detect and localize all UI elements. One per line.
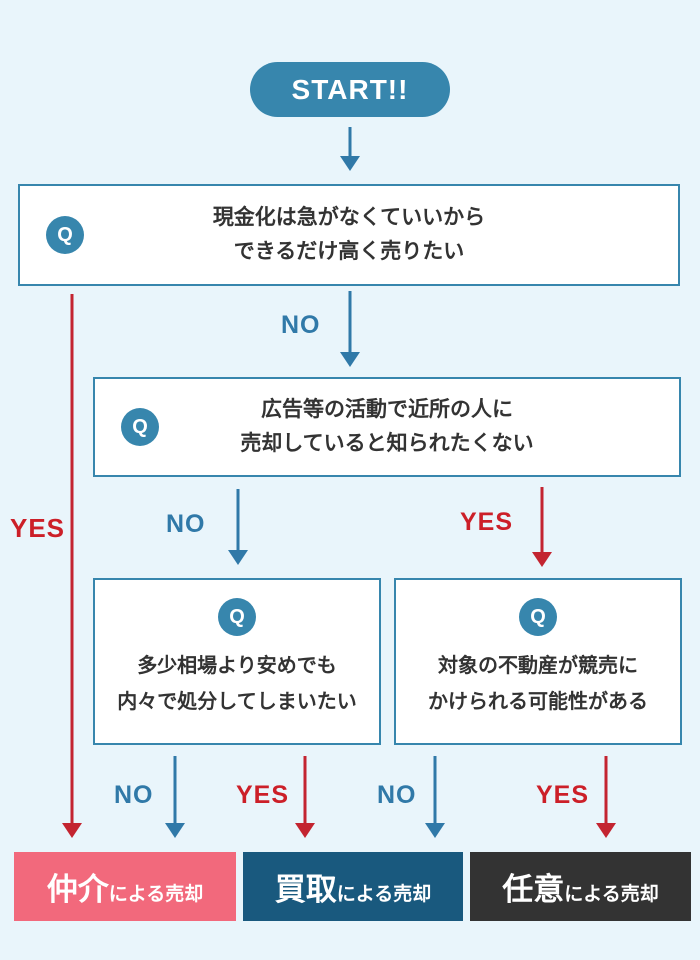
result-text: 買取による売却 <box>275 864 431 909</box>
question-text: 広告等の活動で近所の人に 売却していると知られたくない <box>240 393 533 461</box>
q-icon: Q <box>519 598 557 636</box>
question-line: 内々で処分してしまいたい <box>117 690 357 713</box>
result-buyout-sale: 買取による売却 <box>243 852 463 921</box>
result-emphasis: 買取 <box>274 872 337 907</box>
arrow-q1-yes <box>62 294 82 838</box>
q-icon: Q <box>121 408 159 446</box>
result-brokerage-sale: 仲介による売却 <box>14 852 236 921</box>
label-q2-yes: YES <box>460 508 514 536</box>
arrow-q3-yes <box>295 756 315 838</box>
question-line: 現金化は急がなくていいから <box>212 205 486 229</box>
question-line: 売却していると知られたくない <box>240 432 534 455</box>
q-icon: Q <box>218 598 256 636</box>
arrow-q2-yes <box>532 487 552 567</box>
label-q1-no: NO <box>281 311 321 339</box>
question-line: 多少相場より安めでも <box>137 655 337 677</box>
question-box-4: Q 対象の不動産が競売に かけられる可能性がある <box>394 578 682 745</box>
question-line: できるだけ高く売りたい <box>233 240 465 263</box>
result-suffix: による売却 <box>336 884 432 905</box>
question-line: 対象の不動産が競売に <box>438 655 638 677</box>
label-q2-no: NO <box>166 510 206 538</box>
question-text: 対象の不動産が競売に かけられる可能性がある <box>428 649 648 720</box>
arrow-q3-no <box>165 756 185 838</box>
question-text: 現金化は急がなくていいから できるだけ高く売りたい <box>213 201 485 269</box>
result-voluntary-sale: 任意による売却 <box>470 852 691 921</box>
label-q4-no: NO <box>377 781 417 809</box>
question-box-3: Q 多少相場より安めでも 内々で処分してしまいたい <box>93 578 381 745</box>
arrow-q4-no <box>425 756 445 838</box>
arrow-q4-yes <box>596 756 616 838</box>
question-box-1: Q 現金化は急がなくていいから できるだけ高く売りたい <box>18 184 680 286</box>
arrow-q2-no <box>228 489 248 565</box>
result-suffix: による売却 <box>564 884 659 905</box>
result-text: 仲介による売却 <box>47 864 203 909</box>
result-emphasis: 仲介 <box>46 872 109 907</box>
label-q3-no: NO <box>114 781 154 809</box>
result-text: 任意による売却 <box>502 864 658 909</box>
start-node: START!! <box>250 62 450 117</box>
label-q4-yes: YES <box>536 781 590 809</box>
result-emphasis: 任意 <box>502 872 565 907</box>
question-text: 多少相場より安めでも 内々で処分してしまいたい <box>117 649 356 720</box>
question-box-2: Q 広告等の活動で近所の人に 売却していると知られたくない <box>93 377 681 477</box>
question-line: 広告等の活動で近所の人に <box>261 397 513 421</box>
label-q1-yes: YES <box>10 513 66 543</box>
label-q3-yes: YES <box>236 781 290 809</box>
arrow-start-to-q1 <box>340 127 360 171</box>
q-icon: Q <box>46 216 84 254</box>
arrow-q1-no <box>340 291 360 367</box>
result-suffix: による売却 <box>108 884 204 905</box>
question-line: かけられる可能性がある <box>428 690 648 713</box>
